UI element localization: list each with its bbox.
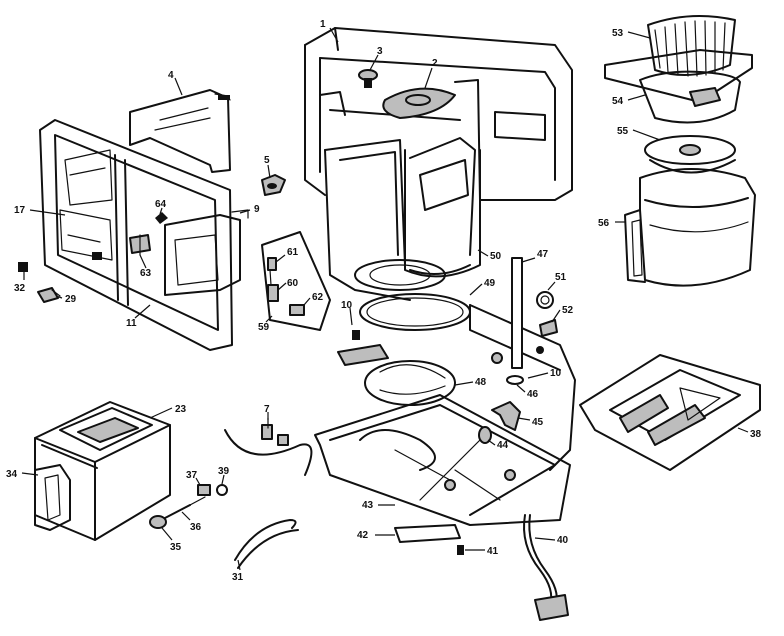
callout-49: 49: [484, 278, 496, 289]
callout-43: 43: [362, 500, 374, 511]
insulator-plate: [394, 524, 461, 543]
siphon-tube: [511, 257, 523, 369]
thermal-fuse-wire: [224, 417, 313, 476]
callout-37: 37: [186, 470, 198, 481]
callout-34: 34: [6, 469, 18, 480]
callout-64: 64: [155, 199, 167, 210]
callout-11: 11: [126, 318, 137, 329]
callout-36: 36: [190, 522, 202, 533]
callout-1: 1: [320, 19, 326, 30]
callout-10b: 10: [550, 368, 562, 379]
small-nut: [18, 262, 28, 272]
callout-41: 41: [487, 546, 499, 557]
carafe-lid: [644, 135, 736, 174]
heat-shield: [129, 89, 231, 173]
callout-60: 60: [287, 278, 299, 289]
callout-63: 63: [140, 268, 152, 279]
callout-62: 62: [312, 292, 324, 303]
valve-cap: [358, 69, 378, 88]
water-reservoir: [34, 401, 171, 541]
callout-29: 29: [65, 294, 77, 305]
accessory-packet: [579, 354, 761, 471]
support-plate: [469, 304, 576, 471]
callout-38: 38: [750, 429, 762, 440]
callout-52: 52: [562, 305, 574, 316]
callout-39: 39: [218, 466, 230, 477]
base-plate: [314, 394, 571, 526]
callout-17: 17: [14, 205, 26, 216]
callout-61: 61: [287, 247, 299, 258]
terminal-plate: [261, 231, 331, 331]
tube-clamp: [478, 426, 492, 444]
callout-51: 51: [555, 272, 567, 283]
callout-50: 50: [490, 251, 502, 262]
switch-knob: [261, 174, 286, 196]
callout-23: 23: [175, 404, 187, 415]
filter-basket: [604, 49, 753, 124]
wire-harness: [234, 519, 299, 569]
callout-31: 31: [232, 572, 244, 583]
switch-bracket: [129, 234, 151, 256]
washer-52: [539, 319, 558, 337]
fuse-clip: [37, 287, 61, 303]
power-cord: [523, 514, 569, 621]
spray-head: [382, 87, 456, 119]
tube-ring-46: [506, 375, 524, 385]
callout-48: 48: [475, 377, 487, 388]
callout-2: 2: [432, 58, 438, 69]
terminal-connector: [337, 330, 389, 366]
callout-42: 42: [357, 530, 369, 541]
callout-47: 47: [537, 249, 549, 260]
heater-disc: [364, 360, 456, 406]
water-tank: [354, 149, 481, 291]
callout-35: 35: [170, 542, 182, 553]
callout-labels: 1 2 3 4 5 7 9 10 10 11 17 23 29 31 32 34: [6, 19, 762, 583]
screw-64: [155, 212, 168, 224]
callout-3: 3: [377, 46, 383, 57]
callout-46: 46: [527, 389, 539, 400]
callout-53: 53: [612, 28, 624, 39]
callout-44: 44: [497, 440, 509, 451]
callout-54: 54: [612, 96, 624, 107]
o-ring: [536, 291, 554, 309]
callout-5: 5: [264, 155, 270, 166]
callout-4: 4: [168, 70, 174, 81]
elbow-connector: [491, 401, 521, 431]
callout-7: 7: [264, 404, 270, 415]
callout-9: 9: [254, 204, 260, 215]
callout-59: 59: [258, 322, 270, 333]
callout-45: 45: [532, 417, 544, 428]
paper-filter: [647, 15, 736, 77]
gasket-ring: [359, 293, 471, 331]
side-frame: [39, 119, 233, 351]
callout-56: 56: [598, 218, 610, 229]
callout-10a: 10: [341, 300, 353, 311]
callout-32: 32: [14, 283, 26, 294]
screw-41: [457, 545, 464, 555]
callout-40: 40: [557, 535, 569, 546]
reservoir-valve: [149, 484, 228, 529]
callout-55: 55: [617, 126, 629, 137]
carafe: [624, 168, 756, 287]
control-box: [164, 209, 249, 296]
